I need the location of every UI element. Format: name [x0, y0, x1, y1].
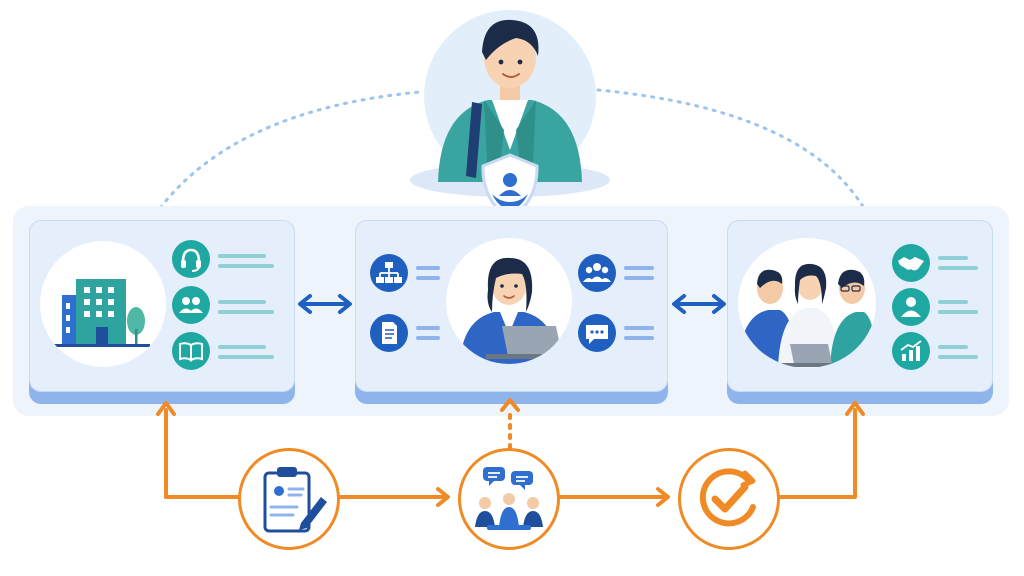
chat-bubble-icon — [586, 325, 608, 344]
left-line-3a — [218, 345, 266, 349]
right-line-1a — [938, 256, 968, 260]
headset-icon — [181, 248, 201, 272]
group-icon — [179, 297, 203, 313]
teacher-circle — [446, 238, 572, 364]
group-discussion-icon — [475, 467, 543, 530]
building-circle — [40, 241, 166, 367]
org-chart-badge — [370, 254, 408, 292]
right-line-3a — [938, 345, 968, 349]
left-line-2a — [218, 300, 266, 304]
handshake-badge — [892, 244, 930, 282]
clipboard-circle — [238, 448, 340, 550]
approved-check-icon — [699, 468, 756, 527]
growth-chart-icon — [900, 340, 922, 361]
left-line-1b — [218, 264, 274, 268]
clipboard-application-icon — [263, 467, 327, 533]
flow-arrow-icon — [156, 398, 865, 507]
shield-care-icon — [481, 153, 539, 222]
headset-badge — [172, 240, 210, 278]
center-line-3b — [624, 276, 654, 280]
approval-circle — [678, 448, 780, 550]
left-line-3b — [218, 355, 274, 359]
community-icon — [583, 263, 611, 282]
center-line-1b — [416, 276, 440, 280]
double-arrow-icon — [298, 294, 352, 314]
chat-badge — [578, 314, 616, 352]
center-line-3a — [624, 266, 654, 270]
handshake-icon — [898, 257, 924, 271]
left-line-1a — [218, 254, 266, 258]
org-chart-icon — [376, 262, 402, 283]
discussion-circle — [458, 448, 560, 550]
book-badge — [172, 332, 210, 370]
group-badge — [172, 286, 210, 324]
double-arrow-icon — [672, 294, 726, 314]
team-circle — [738, 238, 876, 368]
document-badge — [370, 314, 408, 352]
right-line-2a — [938, 300, 968, 304]
shield-care-badge — [478, 152, 542, 224]
person-icon — [901, 297, 921, 317]
student-icon — [410, 10, 610, 197]
open-book-icon — [179, 342, 203, 362]
top-person-group — [408, 0, 612, 200]
center-line-2b — [416, 336, 440, 340]
person-badge — [892, 288, 930, 326]
center-line-4a — [624, 326, 654, 330]
community-badge — [578, 254, 616, 292]
center-line-1a — [416, 266, 440, 270]
left-line-2b — [218, 310, 274, 314]
right-line-2b — [938, 310, 978, 314]
center-line-4b — [624, 336, 654, 340]
center-line-2a — [416, 326, 440, 330]
document-icon — [382, 322, 397, 344]
teacher-laptop-icon — [460, 257, 566, 364]
right-line-3b — [938, 355, 978, 359]
growth-badge — [892, 332, 930, 370]
right-line-1b — [938, 266, 978, 270]
office-building-icon — [54, 279, 150, 347]
